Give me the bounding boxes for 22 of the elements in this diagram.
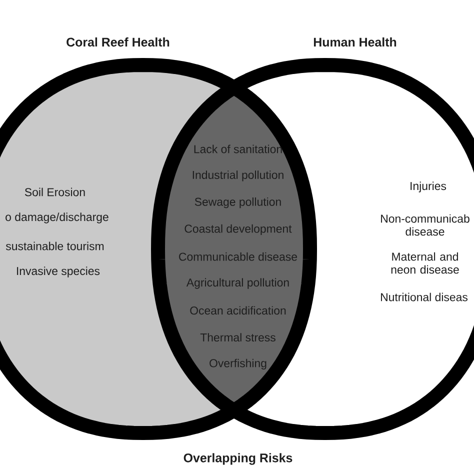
list-item: Non-communicab disease [381,214,470,236]
heading: Coral Reef Health [66,37,170,47]
list-item: Communicable disease [179,252,297,261]
venn-circle [0,58,317,440]
list-item: Agricultural pollution [186,278,289,289]
list-item: Coastal development [184,224,292,236]
list-item: Overfishing [210,358,266,370]
list-item: Lack of sanitation [194,144,282,154]
list-item: Sewage pollution [194,197,281,208]
list-item: Ocean acidification [190,306,286,315]
list-item: o damage/discharge [6,212,108,224]
list-item: Injuries [410,182,446,192]
list-item: Nutritional diseas [381,292,468,302]
overlap-region [164,96,304,402]
list-item: Invasive species [17,266,100,278]
heading: Human Health [314,37,396,47]
heading: Overlapping Risks [184,453,292,465]
list-item: Thermal stress [200,333,276,342]
list-item: Maternal and neon disease [391,252,459,274]
list-item: sustainable tourism [6,242,104,250]
list-item: Soil Erosion [24,188,85,196]
list-item: Industrial pollution [192,170,284,182]
